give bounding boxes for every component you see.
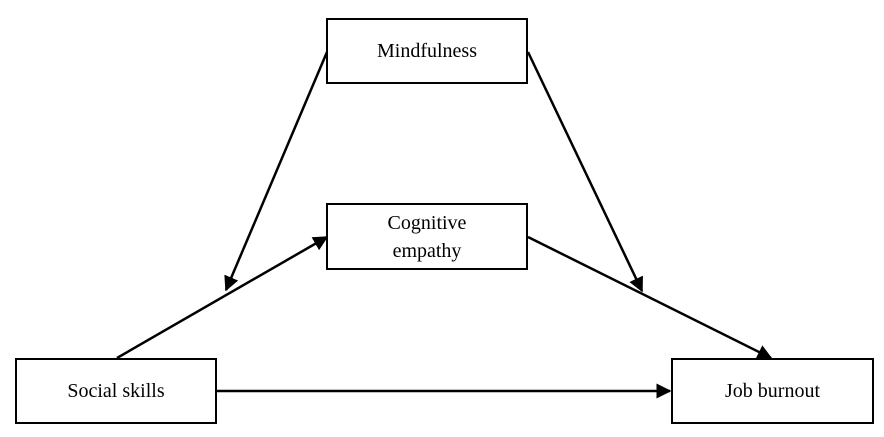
node-cognitive-empathy-label: Cognitive empathy [387, 211, 467, 262]
node-mindfulness: Mindfulness [326, 18, 528, 84]
arrow-cognitive-empathy-to-job-burnout [527, 235, 773, 360]
arrow-social-skills-to-cognitive-empathy [116, 235, 329, 360]
arrow-mindfulness-to-left-path [224, 51, 329, 292]
node-social-skills-label: Social skills [67, 380, 165, 402]
node-cognitive-empathy: Cognitive empathy [326, 203, 528, 270]
node-mindfulness-label: Mindfulness [377, 40, 477, 62]
node-job-burnout: Job burnout [671, 358, 874, 424]
arrow-mindfulness-to-right-path [526, 51, 644, 293]
node-job-burnout-label: Job burnout [725, 380, 820, 402]
node-social-skills: Social skills [15, 358, 217, 424]
